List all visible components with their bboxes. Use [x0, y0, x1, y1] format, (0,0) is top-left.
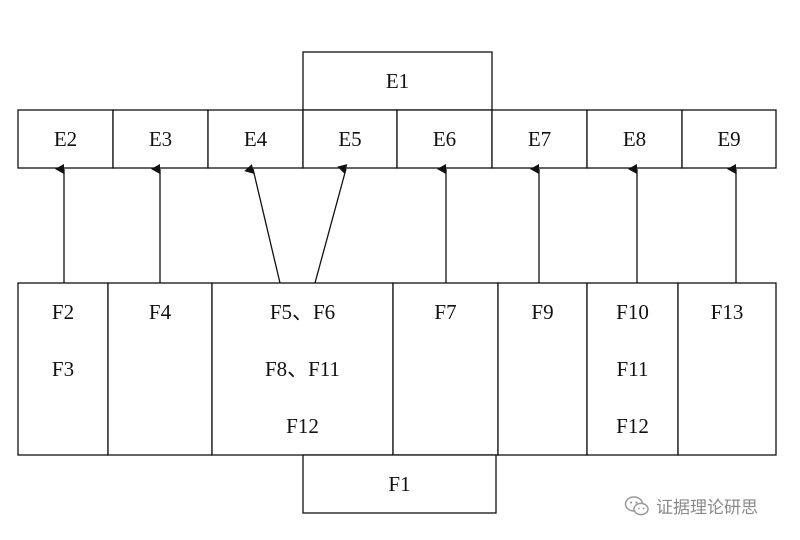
- e1-header-box: E1: [302, 51, 493, 111]
- f-cell-label: F3: [52, 357, 74, 381]
- e-cell-label: E4: [244, 127, 268, 151]
- e-row: E2 E3 E4 E5 E6 E7 E8 E9: [17, 109, 777, 169]
- e-cell-e7: E7: [491, 109, 588, 169]
- e-cell-label: E7: [528, 127, 551, 151]
- arrow-layer: [55, 164, 737, 284]
- arrow-3-to-e5: [314, 164, 348, 284]
- watermark: 证据理论研思: [624, 493, 758, 518]
- e-cell-label: E6: [433, 127, 456, 151]
- e-cell-label: E5: [338, 127, 361, 151]
- e-cell-e5: E5: [302, 109, 398, 169]
- e-cell-label: E2: [54, 127, 77, 151]
- f1-label: F1: [388, 472, 410, 496]
- e-cell-label: E8: [623, 127, 646, 151]
- f-column-5: F9: [497, 282, 588, 456]
- f-column-2: F4: [107, 282, 213, 456]
- watermark-text: 证据理论研思: [656, 498, 758, 518]
- f-cell-label: F10: [616, 300, 649, 324]
- wechat-icon: [624, 495, 649, 515]
- f-cell-label: F9: [531, 300, 553, 324]
- e-cell-e4: E4: [207, 109, 304, 169]
- e-cell-e6: E6: [396, 109, 493, 169]
- f-cell-label: F4: [149, 300, 172, 324]
- f-cell-label: F12: [286, 414, 319, 438]
- f-column-4: F7: [392, 282, 499, 456]
- f-cell-label: F11: [617, 357, 649, 381]
- e-cell-e2: E2: [17, 109, 114, 169]
- f-cell-label: F7: [434, 300, 456, 324]
- f1-footer-box: F1: [302, 454, 497, 514]
- e-cell-e8: E8: [586, 109, 683, 169]
- e1-label: E1: [386, 69, 409, 93]
- f-column-7: F13: [677, 282, 777, 456]
- e-cell-e3: E3: [112, 109, 209, 169]
- f-cell-label: F5、F6: [270, 300, 335, 324]
- arrow-3-to-e4: [244, 164, 281, 284]
- e-cell-e9: E9: [681, 109, 777, 169]
- f-cell-label: F2: [52, 300, 74, 324]
- e-cell-label: E3: [149, 127, 172, 151]
- f-cell-label: F13: [711, 300, 744, 324]
- f-cell-label: F12: [616, 414, 649, 438]
- f-cell-label: F8、F11: [265, 357, 340, 381]
- e-cell-label: E9: [717, 127, 740, 151]
